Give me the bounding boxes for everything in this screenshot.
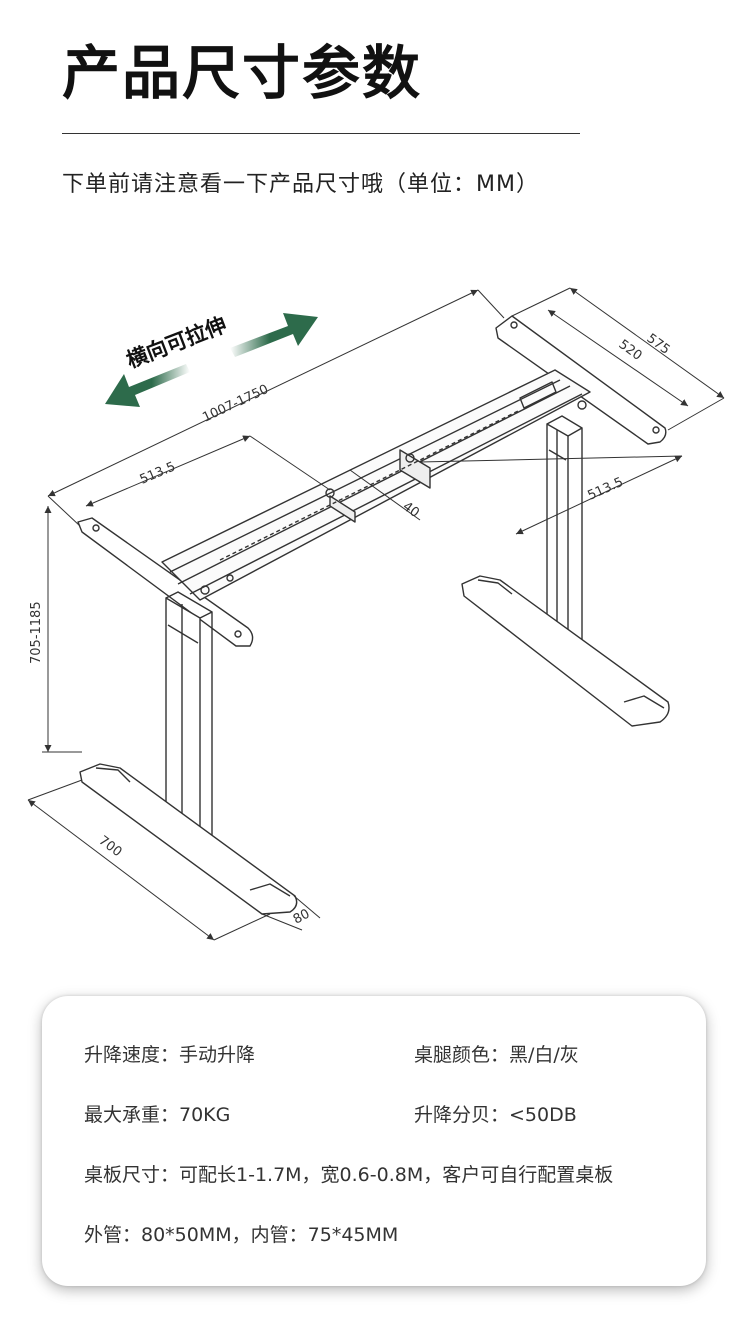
- desk-frame-diagram: 横向可拉伸: [27, 287, 725, 941]
- extend-right-arrow-icon: [230, 313, 318, 357]
- spec-color: 桌腿颜色：黑/白/灰: [414, 1044, 579, 1066]
- dimension-lines: [27, 287, 725, 941]
- spec-card: 升降速度：手动升降 桌腿颜色：黑/白/灰 最大承重：70KG 升降分贝：<50D…: [42, 996, 706, 1286]
- dim-foot-length: 700: [96, 833, 125, 860]
- spec-speed: 升降速度：手动升降: [84, 1044, 256, 1066]
- spec-load: 最大承重：70KG: [84, 1104, 231, 1126]
- dim-foot-width: 80: [291, 907, 313, 928]
- title-divider: [62, 133, 580, 134]
- spec-top-size: 桌板尺寸：可配长1-1.7M，宽0.6-0.8M，客户可自行配置桌板: [84, 1164, 614, 1186]
- page-title: 产品尺寸参数: [62, 39, 423, 107]
- dim-beam-gap: 40: [400, 499, 422, 521]
- page-subtitle: 下单前请注意看一下产品尺寸哦（单位：MM）: [62, 172, 539, 197]
- dim-width-range: 1007-1750: [200, 382, 271, 426]
- extend-left-arrow-icon: [105, 364, 190, 407]
- dim-right-bracket: 513.5: [586, 475, 626, 504]
- dim-height-range: 705-1185: [29, 601, 44, 664]
- dim-left-bracket: 513.5: [138, 459, 178, 487]
- spec-tubes: 外管：80*50MM，内管：75*45MM: [84, 1224, 399, 1246]
- dimension-labels: 1007-1750 513.5 513.5 575 520 40 705-118…: [29, 331, 673, 927]
- stretch-label: 横向可拉伸: [123, 313, 230, 373]
- dim-bracket-outer: 575: [644, 331, 673, 358]
- spec-noise: 升降分贝：<50DB: [414, 1104, 577, 1126]
- desk-frame-drawing: [77, 315, 670, 915]
